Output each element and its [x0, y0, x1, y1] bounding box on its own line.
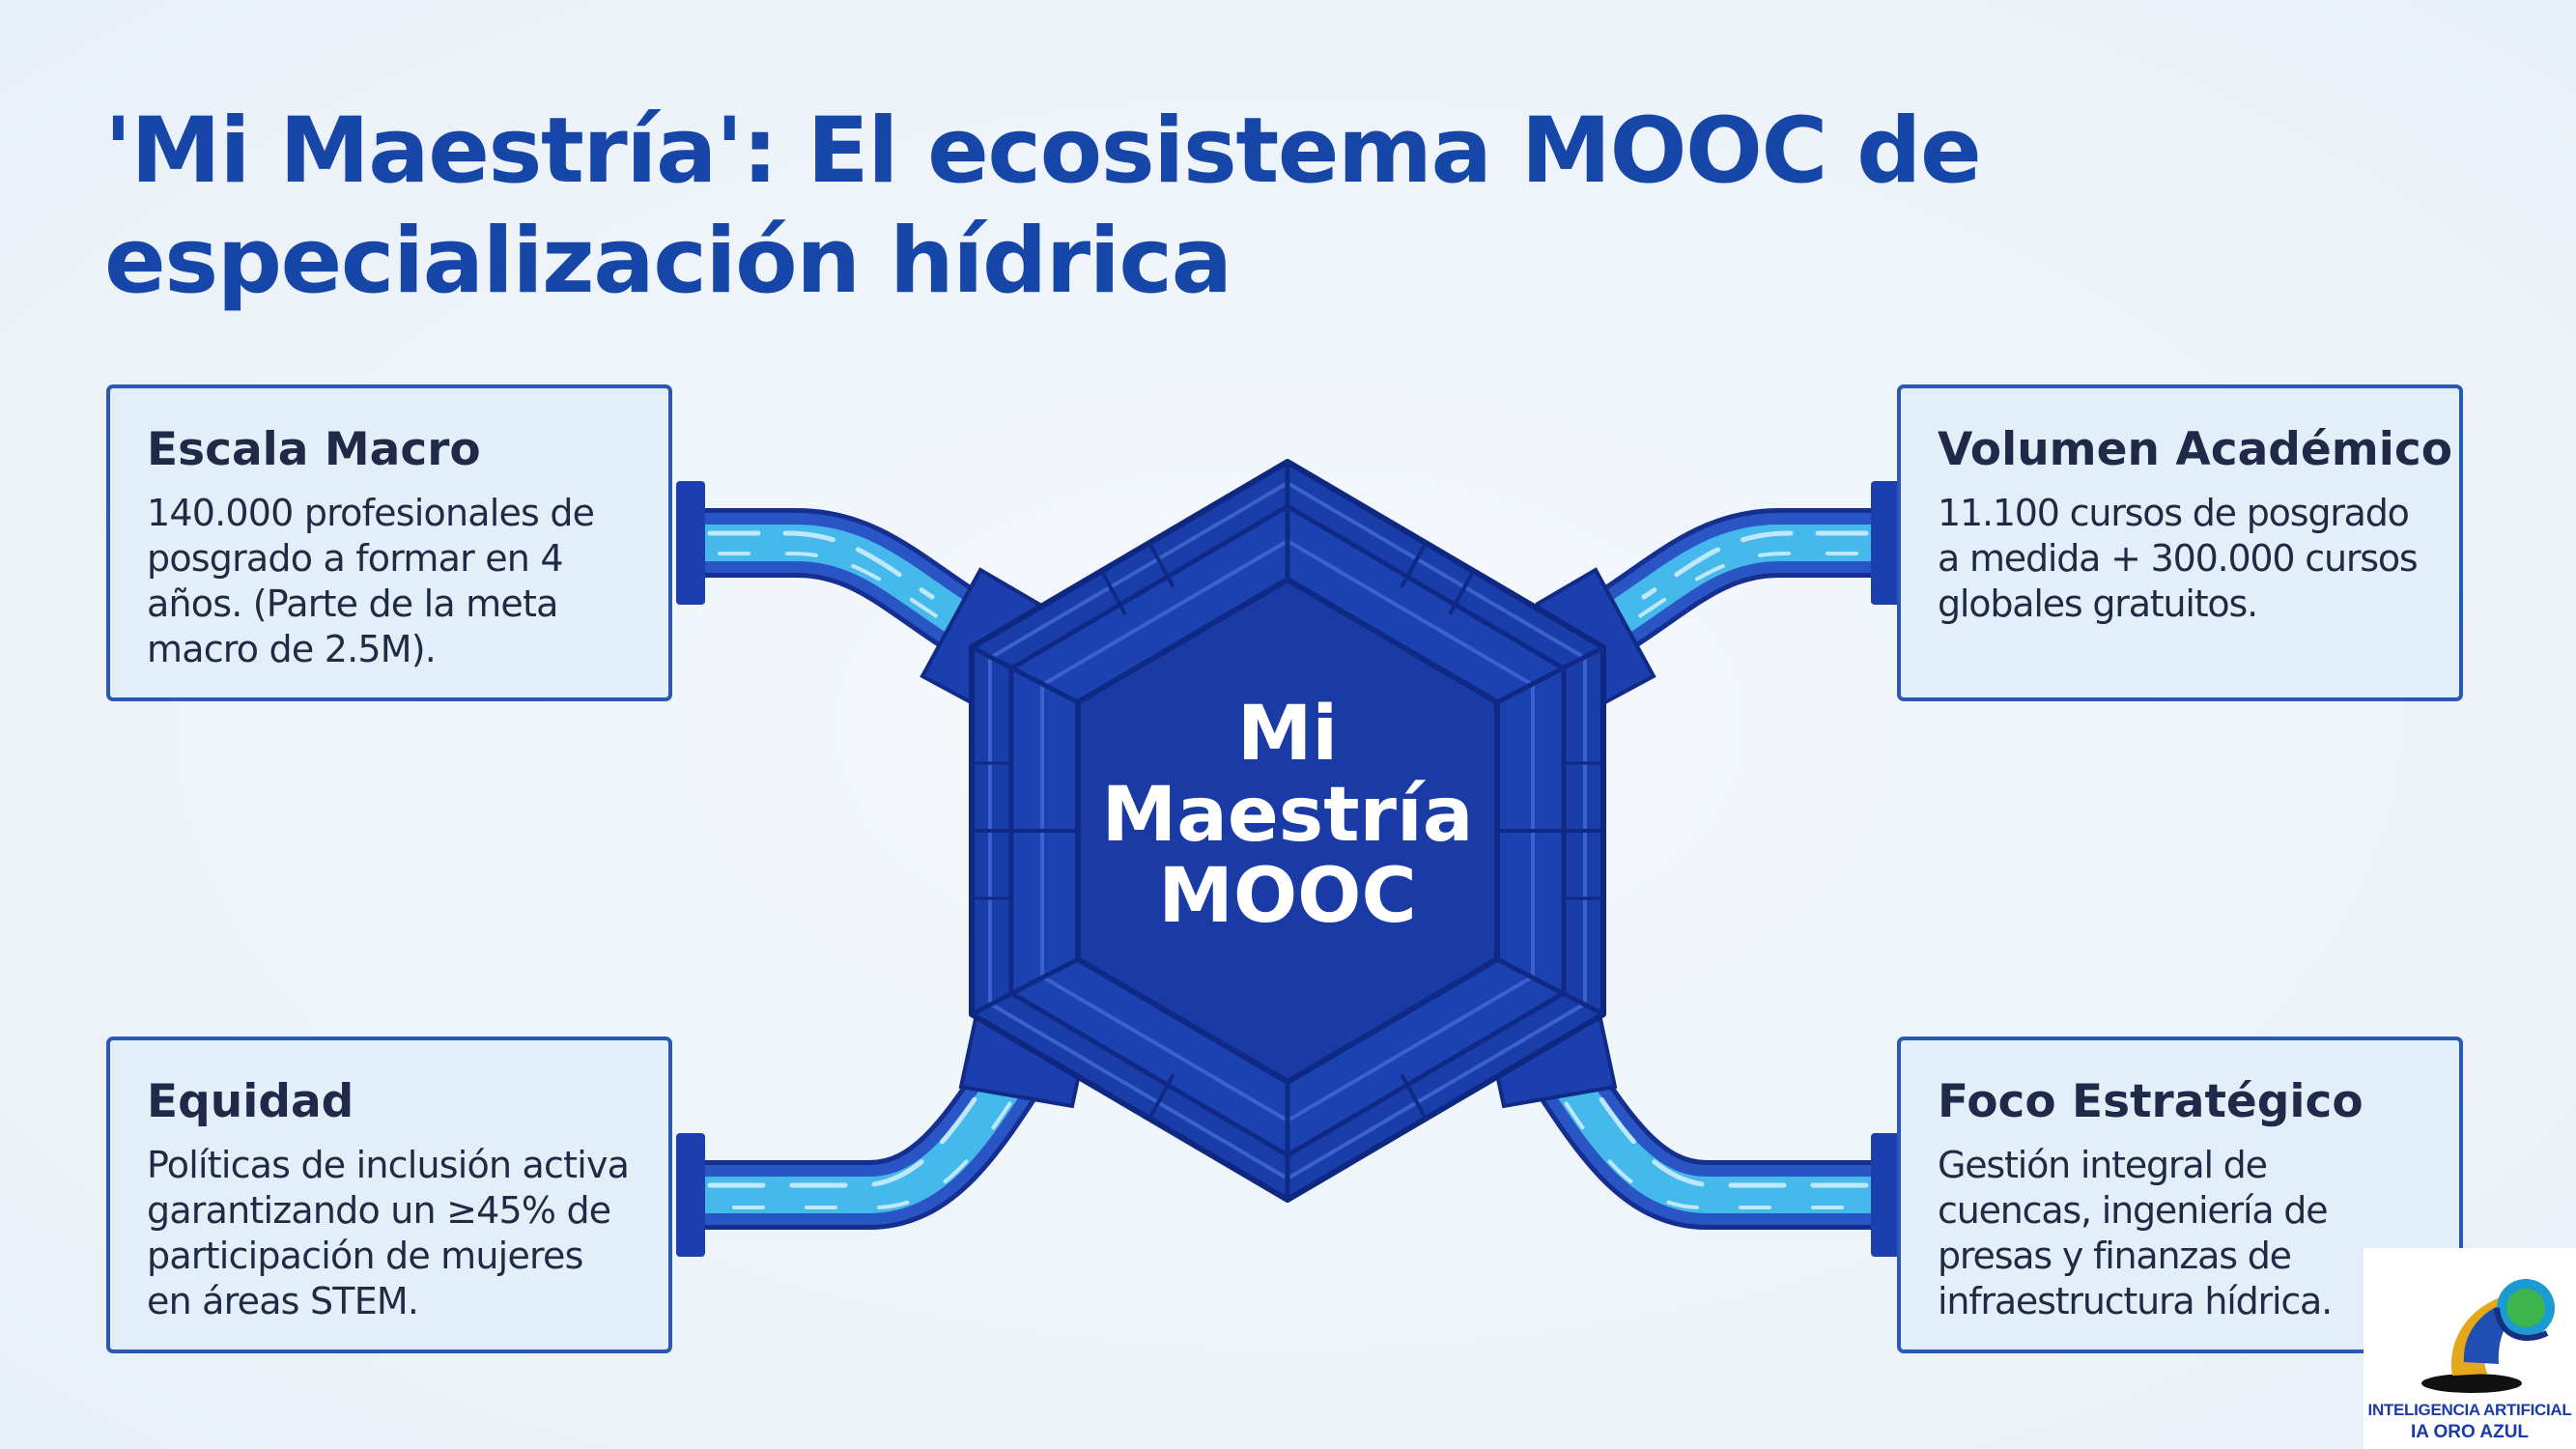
hub-label: Mi Maestría MOOC	[1046, 694, 1529, 937]
pipe-bottom-right	[1486, 1016, 1900, 1257]
logo-text-line-1: INTELIGENCIA ARTIFICIAL	[2367, 1401, 2572, 1419]
card-equidad: Equidad Políticas de inclusión activa ga…	[106, 1037, 672, 1353]
card-body: 11.100 cursos de posgrado a medida + 300…	[1938, 492, 2419, 625]
card-body: 140.000 profesionales de posgrado a form…	[147, 492, 595, 670]
brand-logo: INTELIGENCIA ARTIFICIAL IA ORO AZUL	[2364, 1248, 2576, 1449]
logo-text-line-2: IA ORO AZUL	[2410, 1422, 2530, 1442]
card-body: Gestión integral de cuencas, ingeniería …	[1938, 1144, 2333, 1322]
card-heading: Equidad	[147, 1075, 354, 1128]
hub-label-line-3: MOOC	[1158, 853, 1417, 940]
card-foco-estrategico: Foco Estratégico Gestión integral de cue…	[1897, 1037, 2463, 1353]
pipe-top-left	[676, 481, 1041, 713]
hub-hexagon	[969, 459, 1606, 1203]
card-volumen-academico: Volumen Académico 11.100 cursos de posgr…	[1897, 384, 2463, 701]
page-title-line-2: especialización hídrica	[104, 209, 1232, 314]
hub-label-line-2: Maestría	[1101, 772, 1474, 859]
logo-mark-icon	[2421, 1279, 2555, 1393]
page-title-line-1: 'Mi Maestría': El ecosistema MOOC de	[104, 99, 1982, 204]
card-heading: Foco Estratégico	[1938, 1075, 2364, 1128]
pipe-top-right	[1535, 481, 1900, 713]
hub-label-line-1: Mi	[1236, 691, 1339, 778]
card-escala-macro: Escala Macro 140.000 profesionales de po…	[106, 384, 672, 701]
card-heading: Volumen Académico	[1938, 423, 2453, 476]
card-body: Políticas de inclusión activa garantizan…	[147, 1144, 630, 1322]
page-title: 'Mi Maestría': El ecosistema MOOC de esp…	[104, 97, 2036, 317]
card-heading: Escala Macro	[147, 423, 481, 476]
